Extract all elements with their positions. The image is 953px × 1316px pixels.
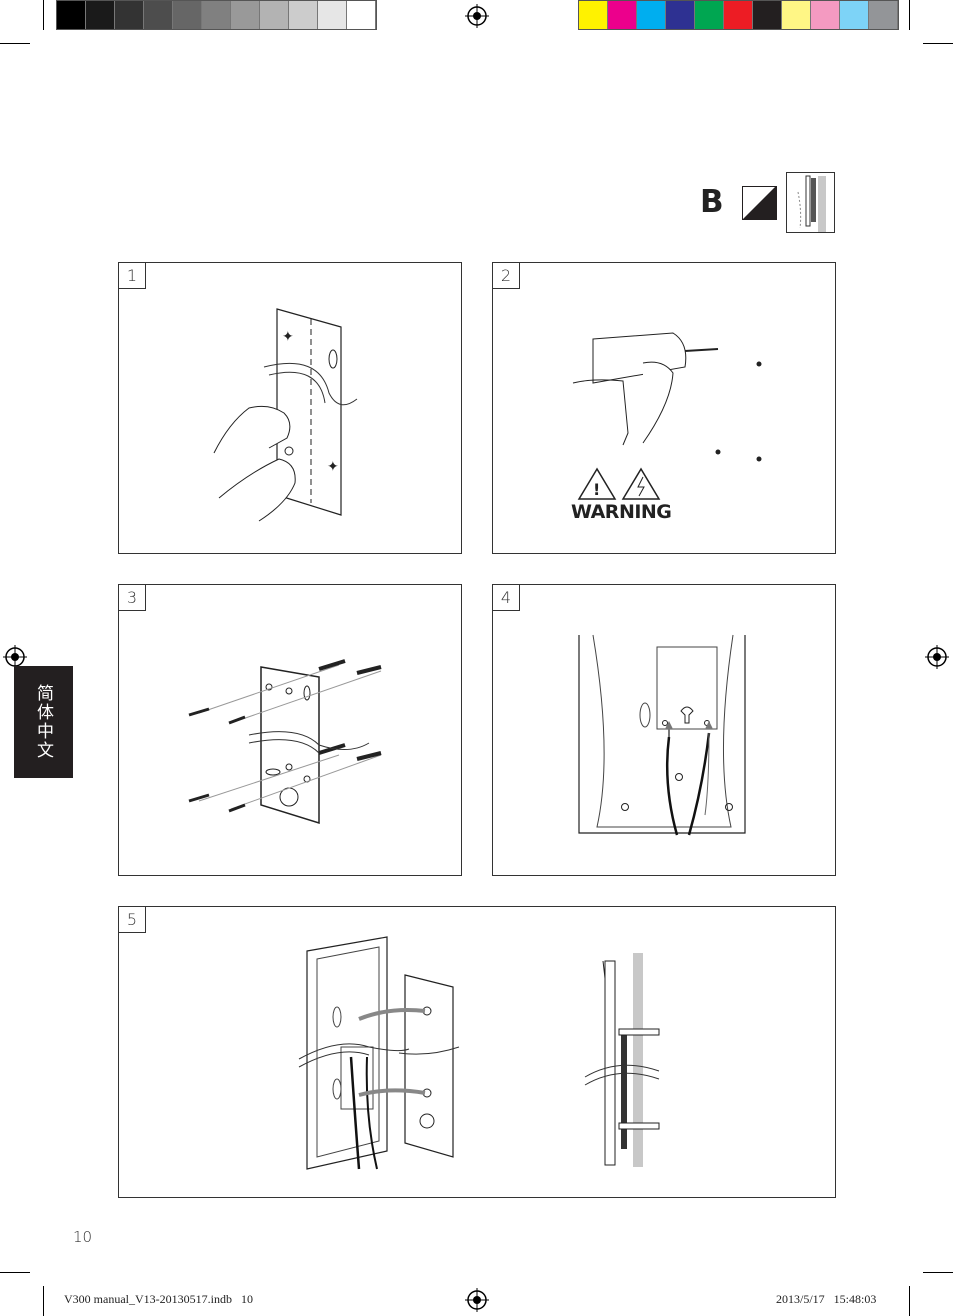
color-swatch (782, 1, 811, 29)
color-swatch (608, 1, 637, 29)
page-number: 10 (73, 1228, 92, 1246)
color-swatch (840, 1, 869, 29)
wall-mount-side-icon (786, 172, 835, 233)
color-swatch (579, 1, 608, 29)
step-5-panel: 5 (118, 906, 836, 1198)
color-swatch (347, 1, 376, 29)
svg-text:✦: ✦ (282, 329, 294, 345)
color-swatch (289, 1, 318, 29)
color-swatch (318, 1, 347, 29)
svg-text:!: ! (593, 480, 600, 499)
step-4-panel: 4 (492, 584, 836, 876)
crop-mark (0, 1272, 30, 1273)
color-swatch (202, 1, 231, 29)
crop-mark (923, 1272, 953, 1273)
color-swatch (753, 1, 782, 29)
color-swatch (260, 1, 289, 29)
footer-file-info: V300 manual_V13-20130517.indb 10 (64, 1292, 253, 1307)
color-swatch (231, 1, 260, 29)
color-swatch (115, 1, 144, 29)
language-tab: 简体中文 (14, 666, 73, 778)
registration-mark-icon (465, 1288, 489, 1312)
svg-text:✦: ✦ (327, 459, 339, 475)
color-swatch (173, 1, 202, 29)
screws-and-plugs-illustration (119, 585, 463, 877)
grayscale-color-bar (56, 0, 377, 30)
route-cables-illustration (493, 585, 837, 877)
color-swatch (724, 1, 753, 29)
step-1-panel: 1 ✦ ✦ (118, 262, 462, 554)
hang-speaker-illustration (119, 907, 837, 1199)
step-2-panel: 2 ! WARNING (492, 262, 836, 554)
section-letter: B (700, 184, 724, 220)
step-3-panel: 3 (118, 584, 462, 876)
color-swatch (869, 1, 898, 29)
footer-date: 2013/5/17 15:48:03 (776, 1292, 876, 1307)
process-color-bar (578, 0, 899, 30)
color-swatch (637, 1, 666, 29)
crop-mark (909, 0, 910, 30)
crop-mark (43, 1286, 44, 1316)
warning-label: WARNING (571, 501, 671, 523)
color-swatch (86, 1, 115, 29)
color-swatch (695, 1, 724, 29)
color-swatch (811, 1, 840, 29)
diagonal-square-icon (742, 186, 777, 220)
crop-mark (909, 1286, 910, 1316)
color-swatch (57, 1, 86, 29)
crop-mark (43, 0, 44, 30)
mark-drill-holes-illustration: ✦ ✦ (119, 263, 463, 555)
crop-mark (0, 43, 30, 44)
color-swatch (666, 1, 695, 29)
language-label: 简体中文 (31, 684, 56, 760)
registration-mark-icon (465, 4, 489, 28)
color-swatch (144, 1, 173, 29)
crop-mark (923, 43, 953, 44)
registration-mark-icon (925, 645, 949, 669)
